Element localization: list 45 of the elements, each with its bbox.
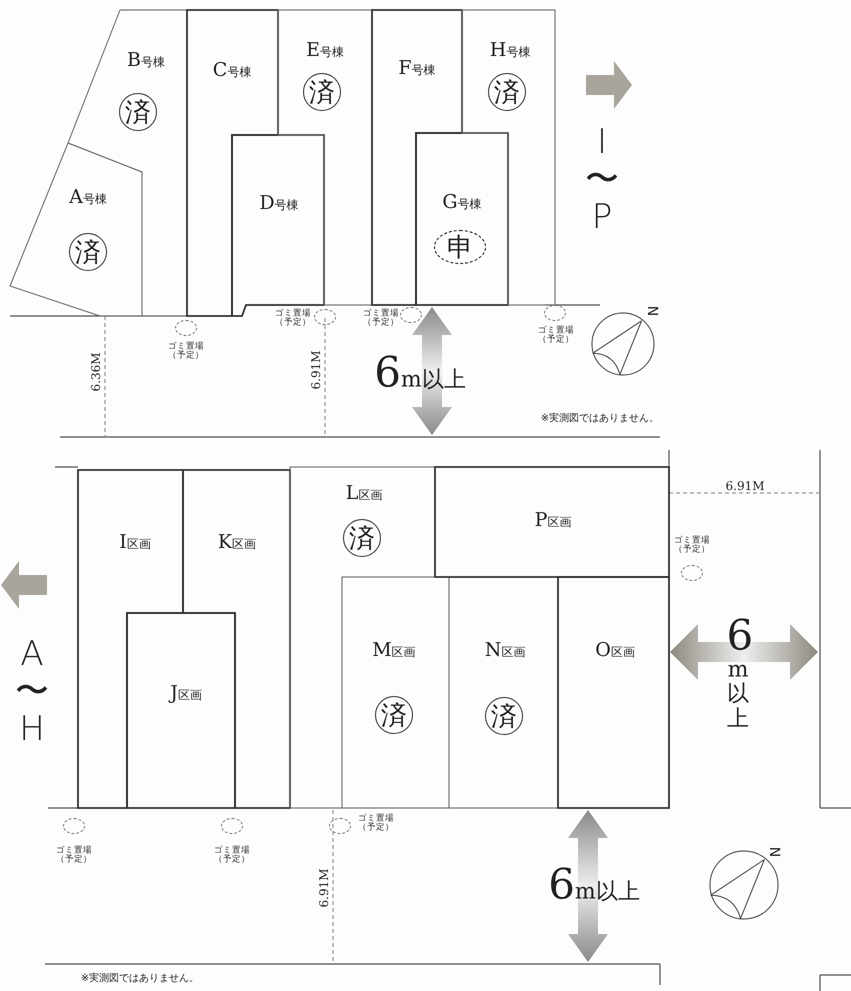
lot-label: H号棟: [490, 39, 530, 61]
sold-stamp: 済: [488, 73, 526, 111]
lot-label: N区画: [484, 639, 526, 661]
note-text: ※実測図ではありません。: [80, 972, 200, 985]
area-label: ゴミ置場（予定）: [213, 846, 251, 866]
area-label: ゴミ置場（予定）: [362, 310, 400, 328]
dimension-label: 6.36M: [89, 352, 103, 392]
sold-stamp: 済: [303, 73, 341, 111]
area-label: ゴミ置場（予定）: [167, 342, 205, 362]
width-label: 6m以上: [548, 860, 640, 908]
lot-label: L区画: [346, 482, 382, 504]
lot-label: G号棟: [442, 191, 482, 213]
north-label: N: [766, 846, 782, 858]
sold-stamp: 済: [375, 696, 413, 734]
lot-label: K区画: [218, 531, 256, 553]
lot-label: I区画: [119, 531, 151, 553]
note-text: ※実測図ではありません。: [540, 412, 660, 425]
sold-stamp: 済: [119, 93, 157, 131]
lot-label: B号棟: [127, 49, 165, 71]
north-label: N: [644, 306, 660, 316]
direction-label: I〜P: [584, 124, 620, 236]
area-label: ゴミ置場（予定）: [537, 326, 575, 346]
dimension-label: 6.91M: [309, 350, 323, 390]
sold-stamp: 済: [69, 233, 107, 271]
area-label: ゴミ置場（予定）: [55, 846, 93, 866]
lot-label: D号棟: [259, 192, 299, 214]
lot-label: F号棟: [398, 57, 436, 79]
lot-label: J区画: [170, 682, 202, 704]
dimension-label: 6.91M: [317, 868, 331, 908]
lot-label: E号棟: [306, 39, 344, 61]
lot-label: A号棟: [69, 186, 107, 208]
sold-stamp: 済: [485, 697, 523, 735]
area-label: ゴミ置場（予定）: [274, 310, 312, 328]
sold-stamp: 済: [343, 519, 381, 557]
width-label: 6m以上: [726, 612, 750, 732]
lot-label: M区画: [372, 639, 416, 661]
lot-label: O区画: [595, 639, 635, 661]
area-label: ゴミ置場（予定）: [357, 814, 395, 834]
width-label: 6m以上: [374, 348, 466, 396]
dimension-label: 6.91M: [726, 479, 764, 493]
direction-label: A〜H: [14, 636, 50, 748]
application-stamp: 申: [434, 230, 486, 264]
lot-label: P区画: [534, 509, 572, 531]
lot-label: C号棟: [212, 59, 252, 81]
area-label: ゴミ置場（予定）: [673, 536, 711, 556]
